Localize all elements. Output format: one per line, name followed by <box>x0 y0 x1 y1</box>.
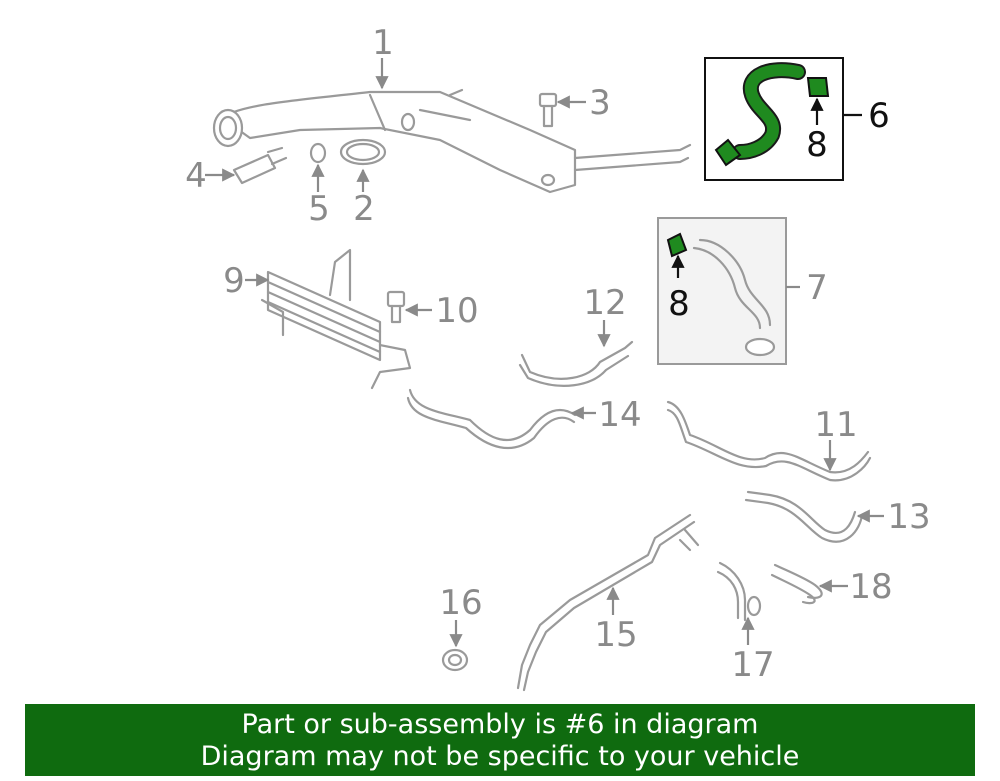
part-7-hose-kit <box>657 217 787 365</box>
callout-7: 7 <box>806 268 828 308</box>
part-1-water-pipe <box>212 88 692 194</box>
callout-13: 13 <box>887 497 930 537</box>
callout-15: 15 <box>594 615 637 655</box>
callout-10: 10 <box>435 291 478 331</box>
part-18-hose <box>770 563 823 605</box>
part-4-sensor <box>232 146 288 185</box>
callout-9: 9 <box>223 261 245 301</box>
part-13-hose <box>744 490 864 543</box>
part-5-gasket <box>309 142 327 164</box>
part-11-hose <box>666 400 872 482</box>
callout-2: 2 <box>353 189 375 229</box>
callout-16: 16 <box>439 583 482 623</box>
callout-14: 14 <box>598 395 641 435</box>
callout-8-bottom: 8 <box>668 284 690 324</box>
part-10-bolt <box>386 290 406 324</box>
callout-5: 5 <box>308 189 330 229</box>
part-6-hose-assembly <box>704 57 844 181</box>
part-3-bolt <box>538 92 558 128</box>
callout-6: 6 <box>868 96 890 136</box>
callout-1: 1 <box>372 23 394 63</box>
banner-line-2: Diagram may not be specific to your vehi… <box>200 741 800 772</box>
part-16-clamp <box>441 648 469 672</box>
part-17-hose <box>716 561 762 622</box>
part-15-pipe <box>516 513 700 692</box>
part-2-o-ring <box>339 138 387 166</box>
part-12-hose <box>518 340 634 387</box>
callout-8-top: 8 <box>806 125 828 165</box>
callout-17: 17 <box>731 645 774 685</box>
callout-12: 12 <box>583 283 626 323</box>
banner-line-1: Part or sub-assembly is #6 in diagram <box>241 709 759 740</box>
callout-3: 3 <box>589 83 611 123</box>
part-14-hose <box>406 388 577 450</box>
callout-4: 4 <box>185 156 207 196</box>
callout-11: 11 <box>814 405 857 445</box>
part-9-oil-cooler <box>260 248 412 390</box>
info-banner: Part or sub-assembly is #6 in diagram Di… <box>25 704 975 776</box>
callout-18: 18 <box>849 567 892 607</box>
